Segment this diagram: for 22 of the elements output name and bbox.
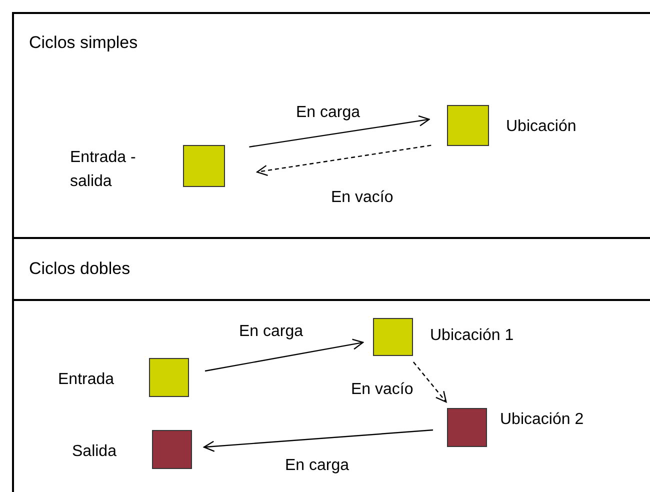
- node-label: Ubicación 2: [500, 410, 585, 430]
- location-square: [447, 408, 487, 447]
- node-label: Ubicación 1: [430, 326, 515, 346]
- arrow: [412, 362, 447, 403]
- location-square: [152, 430, 192, 469]
- edge-label: En carga: [238, 322, 304, 342]
- edge-label: En carga: [295, 103, 362, 123]
- section-header: Ciclos dobles: [12, 238, 650, 300]
- location-square: [373, 318, 413, 356]
- location-square: [149, 358, 189, 397]
- node-label: Entrada: [58, 370, 116, 390]
- arrow: [204, 338, 364, 372]
- node-label: Entrada - salida: [70, 148, 137, 192]
- location-square: [447, 105, 489, 146]
- node-label: Ubicación: [506, 117, 578, 137]
- arrow: [256, 144, 432, 176]
- arrow: [203, 429, 434, 452]
- location-square: [183, 145, 225, 187]
- edge-label: En carga: [284, 456, 350, 476]
- arrow: [249, 115, 430, 148]
- node-label: Salida: [72, 442, 118, 462]
- section-header: Ciclos simples: [12, 12, 650, 73]
